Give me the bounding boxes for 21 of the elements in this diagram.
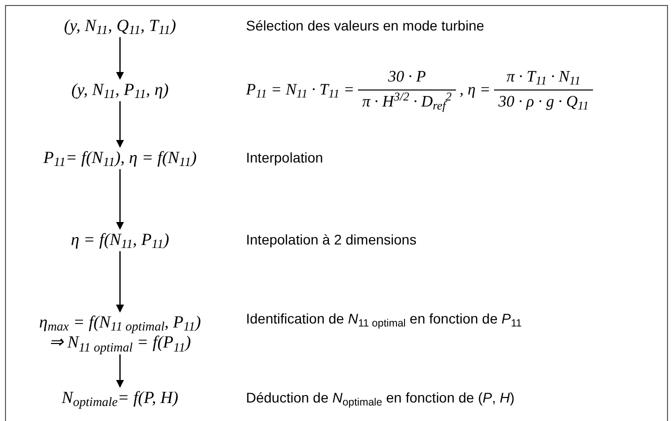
formula-text: P$_{11}$= f(N$_{11}$), η = f(N$_{11}$) bbox=[43, 148, 197, 168]
formula-text: η$_{max}$ = f(N$_{11 optimal}$, P$_{11}$) ⇒ N$_{11 optimal}$ = f(P$_{11}$) bbox=[39, 312, 201, 354]
description-text: Identification de N$_{11 optimal}$ en fonction de P$_{11}$ bbox=[246, 310, 522, 330]
formula-text: N$_{optimale}$= f(P, H) bbox=[62, 388, 178, 408]
description-text: Intepolation à 2 dimensions bbox=[246, 230, 416, 250]
fraction-numerator: 30 · P bbox=[387, 68, 427, 88]
description-text: Déduction de N$_{optimale}$ en fonction de (P, H) bbox=[246, 388, 515, 408]
arrow bbox=[116, 169, 124, 230]
arrow bbox=[116, 101, 124, 148]
formula-text: η = f(N$_{11}$, P$_{11}$) bbox=[70, 230, 170, 250]
arrow bbox=[116, 37, 124, 80]
description-text: Sélection des valeurs en mode turbine bbox=[246, 16, 484, 36]
formula-text: , η = bbox=[460, 80, 490, 100]
arrow bbox=[116, 251, 124, 313]
arrow bbox=[116, 354, 124, 388]
fraction-denominator: 30 · ρ · g · Q$_{11}$ bbox=[494, 90, 593, 112]
description-text: Interpolation bbox=[246, 148, 324, 168]
fraction-numerator: π · T$_{11}$ · N$_{11}$ bbox=[506, 68, 582, 90]
formula-text: P$_{11}$ = N$_{11}$ · T$_{11}$ = bbox=[246, 80, 354, 100]
formula-text: (y, N$_{11}$, Q$_{11}$, T$_{11}$) bbox=[64, 16, 176, 36]
formula-text: (y, N$_{11}$, P$_{11}$, η) bbox=[71, 80, 169, 100]
